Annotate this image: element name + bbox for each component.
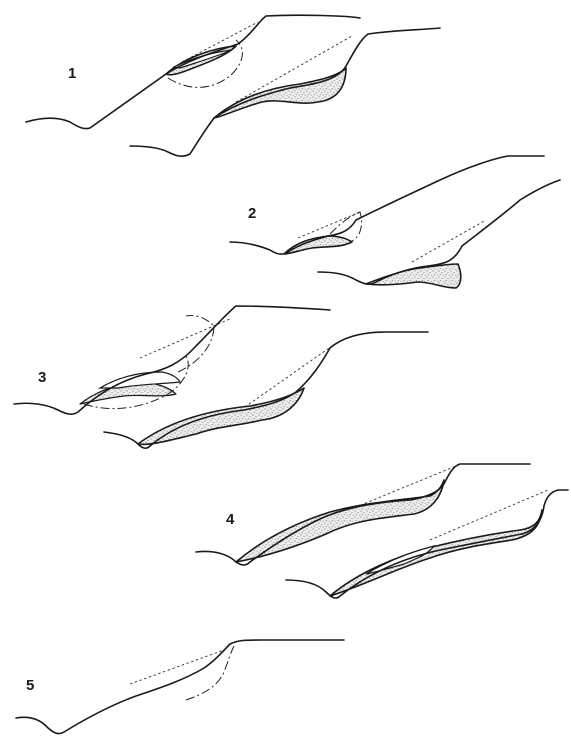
ground-surface — [16, 640, 344, 734]
stage-1-right-profile — [130, 28, 440, 156]
slip-surface-2 — [178, 315, 214, 372]
stage-label-3: 3 — [38, 369, 46, 386]
stage-2: 2 — [230, 156, 560, 288]
stage-4: 4 — [196, 464, 568, 598]
ground-surface — [230, 156, 544, 254]
stage-1: 1 — [26, 15, 440, 156]
slip-surface — [186, 646, 234, 700]
stage-4-left-profile — [196, 464, 530, 565]
slump-block-upper — [100, 372, 180, 388]
original-slope-line — [130, 650, 224, 684]
stage-label-1: 1 — [68, 65, 76, 82]
stage-5: 5 — [16, 640, 344, 734]
slide-deposit — [366, 264, 461, 288]
stage-label-2: 2 — [248, 205, 256, 222]
original-slope-line — [298, 212, 360, 238]
stage-2-left-profile — [230, 156, 544, 254]
slide-deposit — [330, 510, 542, 596]
stage-label-5: 5 — [26, 677, 34, 694]
stage-2-right-profile — [318, 180, 560, 288]
original-slope-line — [412, 220, 486, 262]
slide-deposit — [214, 68, 346, 118]
stage-3: 3 — [14, 306, 428, 448]
stage-label-4: 4 — [226, 511, 235, 528]
stage-5-profile — [16, 640, 344, 734]
